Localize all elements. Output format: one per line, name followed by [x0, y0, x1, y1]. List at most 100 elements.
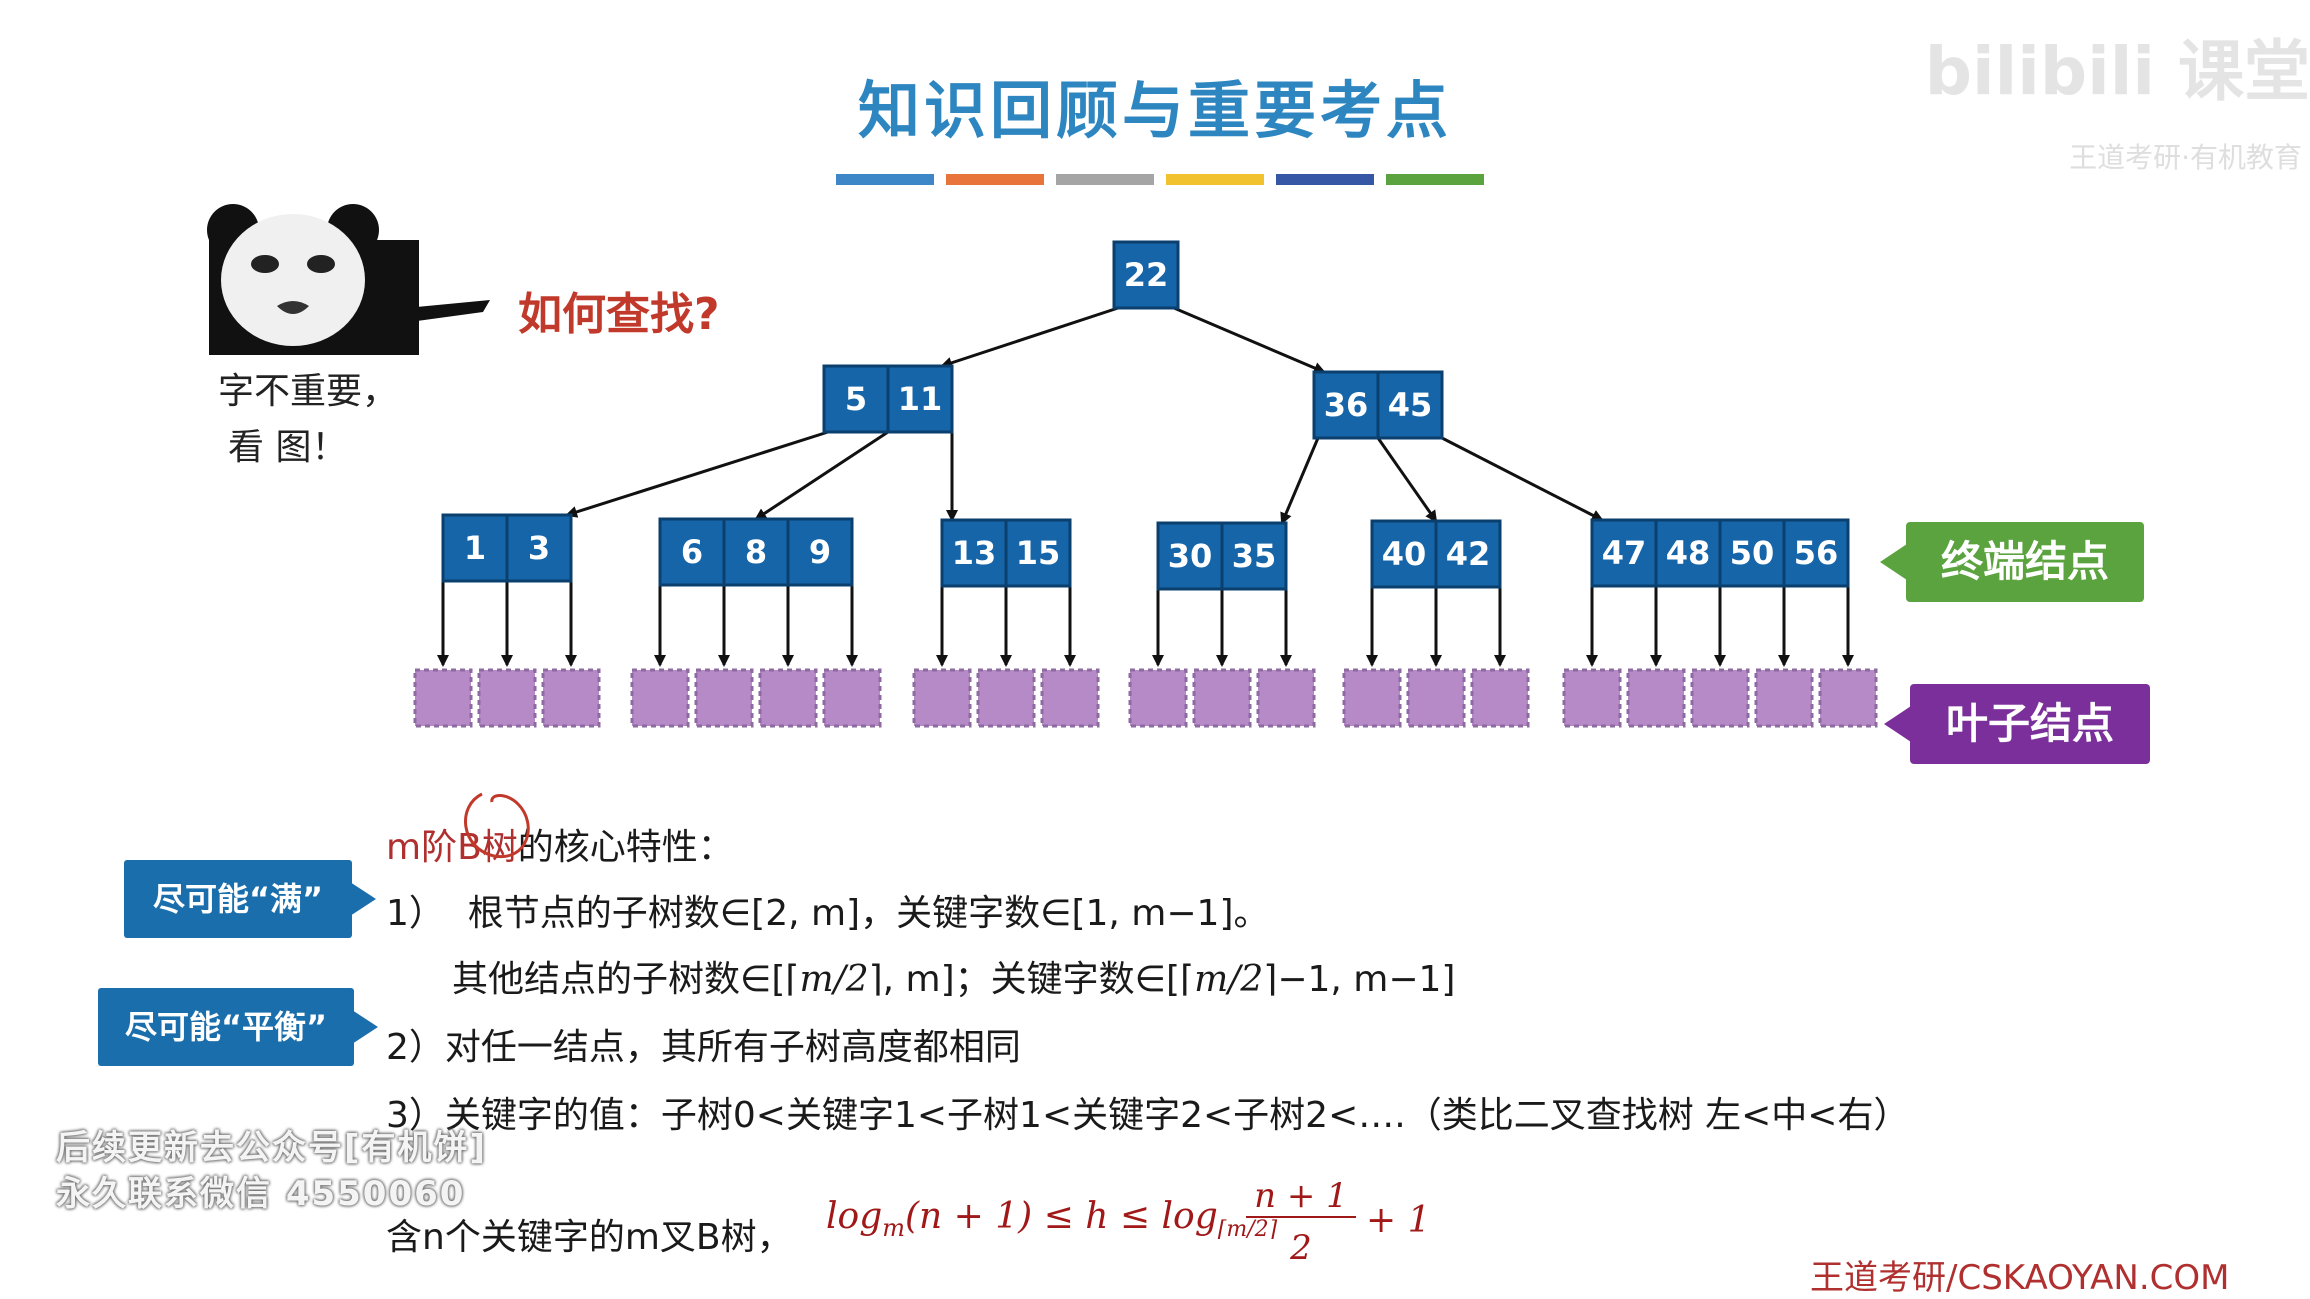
watermark-line2: 永久联系微信 4550060 — [56, 1174, 466, 1214]
key-value: 35 — [1232, 537, 1277, 575]
key-cell — [1112, 240, 1180, 310]
leaf-node-null — [758, 668, 818, 728]
accent-bar — [1386, 174, 1484, 185]
leaf-node-null — [1690, 668, 1750, 728]
key-cell — [722, 517, 790, 587]
key-value: 5 — [845, 380, 867, 418]
leaf-node-null — [1256, 668, 1316, 728]
key-value: 45 — [1388, 386, 1433, 424]
key-value: 56 — [1794, 534, 1839, 572]
panda-caption-line2: 看 图！ — [228, 427, 348, 468]
accent-bar — [1166, 174, 1264, 185]
key-cell — [1434, 519, 1502, 589]
tag-as-balanced-as-possible: 尽可能“平衡” — [98, 988, 354, 1066]
item1-number: 1） — [386, 893, 445, 934]
property-1-line2: 其他结点的子树数∈[⌈m/2⌉, m]；关键字数∈[⌈m/2⌉−1, m−1] — [452, 950, 1455, 1002]
property-3: 3）关键字的值：子树0<关键字1<子树1<关键字2<子树2<….（类比二叉查找树… — [386, 1095, 1910, 1136]
key-cell — [1370, 519, 1438, 589]
formula-numerator: n + 1 — [1246, 1176, 1356, 1218]
key-value: 50 — [1730, 534, 1775, 572]
key-cell — [1782, 518, 1850, 588]
formula-denominator: 2 — [1290, 1228, 1312, 1268]
key-value: 9 — [809, 533, 831, 571]
key-cell — [441, 513, 509, 583]
item1b-mid: ⌉, m]；关键字数∈[⌈ — [868, 959, 1195, 1000]
key-cell — [786, 517, 854, 587]
property-1-line1: 1） 根节点的子树数∈[2, m]，关键字数∈[1, m−1]。 — [386, 884, 1269, 936]
key-value: 3 — [528, 529, 550, 567]
leaf-label-pointer — [1884, 704, 1914, 744]
panda-meme-image — [207, 204, 490, 355]
leaf-node-null — [541, 668, 601, 728]
how-to-search-question: 如何查找? — [518, 289, 720, 340]
key-cell — [505, 513, 573, 583]
pointer-arrow — [1173, 306, 1326, 374]
accent-bar — [1056, 174, 1154, 185]
key-cell — [1654, 518, 1722, 588]
item1-text: 根节点的子树数∈[2, m]，关键字数∈[1, m−1]。 — [467, 893, 1270, 934]
accent-bar — [836, 174, 934, 185]
internal-node: 5 11 — [822, 364, 954, 434]
leaf-nodes-label: 叶子结点 — [1910, 684, 2150, 764]
leaf-node-null — [1342, 668, 1402, 728]
leaf-node-null — [1406, 668, 1466, 728]
properties-heading: m阶B树的核心特性： — [386, 818, 734, 870]
item1b-m-over-2-b: m/2 — [1194, 959, 1264, 1000]
hand-drawn-circle-annotation — [464, 792, 530, 859]
leaf-node-null — [1754, 668, 1814, 728]
formula-tail: + 1 — [1366, 1200, 1431, 1241]
leaf-node-null — [1470, 668, 1530, 728]
item1b-pre: 其他结点的子树数∈[⌈ — [452, 959, 800, 1000]
leaf-node-null — [1562, 668, 1622, 728]
key-value: 8 — [745, 533, 767, 571]
terminal-label-pointer — [1880, 542, 1910, 582]
key-value: 11 — [898, 380, 943, 418]
logo-subtitle: 王道考研·有机教育 — [2069, 141, 2302, 174]
key-value: 48 — [1666, 534, 1711, 572]
watermark-line1: 后续更新去公众号[有机饼] — [56, 1128, 488, 1168]
pointer-arrow — [565, 430, 829, 518]
pointer-arrow — [1441, 436, 1604, 522]
b-tree-order-term: m阶B树 — [386, 827, 518, 868]
tag-full-pointer — [350, 882, 376, 916]
key-value: 1 — [464, 529, 486, 567]
key-cell — [1376, 370, 1444, 440]
leaf-node-null — [976, 668, 1036, 728]
leaf-node-null — [413, 668, 473, 728]
footer-url: 王道考研/CSKAOYAN.COM — [1810, 1258, 2230, 1298]
key-cell — [1590, 518, 1658, 588]
leaf-node-null — [1626, 668, 1686, 728]
accent-bar — [1276, 174, 1374, 185]
formula-log-base-ceil: ⌈m/2⌉ — [1217, 1217, 1278, 1243]
property-2: 2）对任一结点，其所有子树高度都相同 — [386, 1027, 1021, 1068]
leaf-node-null — [912, 668, 972, 728]
panda-caption-line1: 字不重要， — [218, 371, 399, 412]
heading-suffix: 的核心特性： — [517, 827, 734, 868]
key-value: 15 — [1016, 534, 1061, 572]
leaf-node-null — [1040, 668, 1100, 728]
formula-middle: (n + 1) ≤ h ≤ log — [905, 1196, 1218, 1237]
leaf-node-null — [1192, 668, 1252, 728]
accent-bar — [946, 174, 1044, 185]
key-cell — [1220, 521, 1288, 591]
tag-balanced-pointer — [352, 1010, 378, 1044]
key-value: 40 — [1382, 535, 1427, 573]
item1b-post: ⌉−1, m−1] — [1263, 959, 1456, 1000]
item1b-m-over-2-a: m/2 — [799, 959, 869, 1000]
height-formula: logm(n + 1) ≤ h ≤ log⌈m/2⌉ — [826, 1196, 1277, 1242]
leaf-node-null — [477, 668, 537, 728]
key-value: 30 — [1168, 537, 1213, 575]
key-value: 13 — [952, 534, 997, 572]
page-title: 知识回顾与重要考点 — [857, 74, 1452, 147]
leaf-node-null — [630, 668, 690, 728]
key-value: 22 — [1124, 256, 1169, 294]
pointer-arrow — [1280, 437, 1320, 525]
pointer-arrow — [940, 306, 1119, 369]
pointer-arrow — [754, 430, 889, 521]
leaf-node-null — [822, 668, 882, 728]
